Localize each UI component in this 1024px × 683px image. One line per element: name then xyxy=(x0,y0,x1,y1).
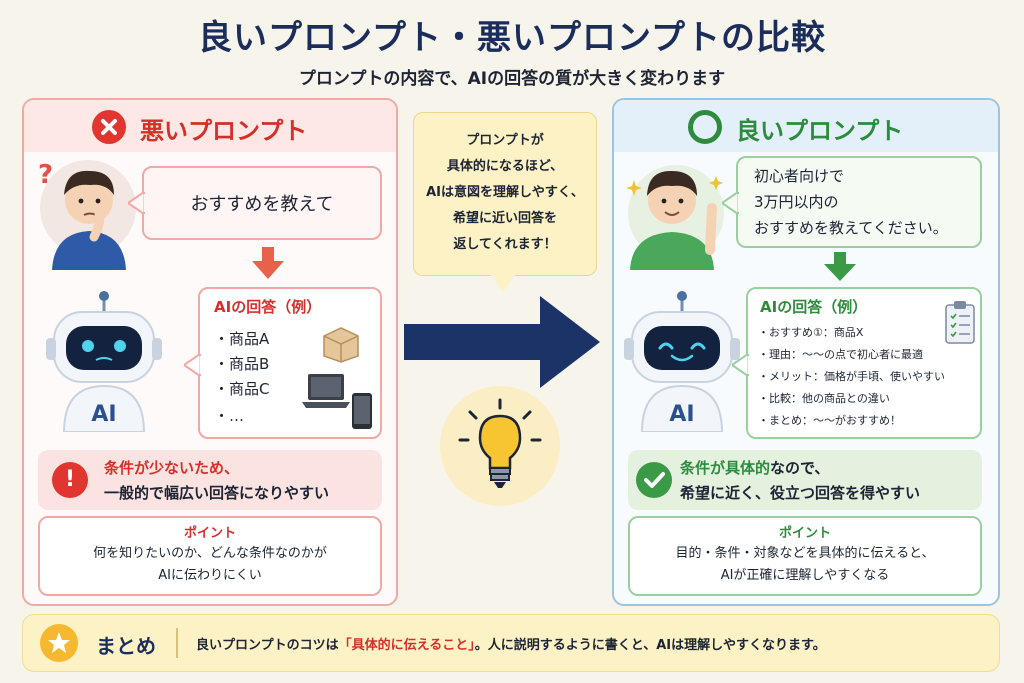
robot-label: AI xyxy=(91,402,117,427)
exclamation-icon: ! xyxy=(52,462,88,498)
bad-answer-item: ・商品B xyxy=(214,355,270,373)
summary-text-b: 。人に説明するように書くと、AIは理解しやすくなります。 xyxy=(474,638,826,653)
confused-person-icon xyxy=(52,170,126,270)
bad-panel-header xyxy=(24,100,396,152)
good-panel-header xyxy=(614,100,998,152)
bubble-tail xyxy=(184,354,202,376)
good-point-box xyxy=(628,516,982,596)
good-check-box xyxy=(628,450,982,510)
circle-ok-icon xyxy=(688,110,722,144)
summary-divider xyxy=(176,628,178,658)
question-mark: ? xyxy=(38,160,54,190)
good-prompt-line: 3万円以内の xyxy=(754,193,839,211)
gift-box-icon xyxy=(323,327,359,363)
good-prompt-text: 初心者向けで 3万円以内の おすすめを教えてください。 xyxy=(754,163,948,241)
bubble-tail xyxy=(732,354,750,376)
bubble-tail xyxy=(128,192,146,214)
good-answer-item: ・まとめ：〜〜がおすすめ！ xyxy=(758,414,901,427)
good-point-line1: 目的・条件・対象などを具体的に伝えると、 xyxy=(675,546,935,561)
down-arrow-icon xyxy=(824,252,856,281)
bad-warning-line1: 条件が少ないため、 xyxy=(104,459,240,477)
bad-answer-item: ・商品C xyxy=(214,380,270,398)
summary-text: 良いプロンプトのコツは「具体的に伝えること」。人に説明するように書くと、AIは理… xyxy=(196,634,826,653)
center-line: 返してくれます！ xyxy=(453,237,557,252)
bad-answer-item: ・… xyxy=(214,407,245,425)
summary-highlight: 「具体的に伝えること」 xyxy=(338,638,475,653)
good-answer-item: ・メリット：価格が手頃、使いやすい xyxy=(758,370,945,383)
summary-bar xyxy=(22,614,1000,672)
bad-warning-box xyxy=(38,450,382,510)
check-icon xyxy=(636,462,672,498)
good-point-title: ポイント xyxy=(778,526,831,541)
bad-point-line2: AIに伝わりにくい xyxy=(158,568,262,583)
good-answer-list: ・おすすめ①：商品X ・理由：〜〜の点で初心者に最適 ・メリット：価格が手頃、使… xyxy=(758,322,945,432)
bad-point-title: ポイント xyxy=(183,526,236,541)
bad-point-line1: 何を知りたいのか、どんな条件なのかが xyxy=(93,546,327,561)
center-bubble-text: プロンプトが 具体的になるほど、 AIは意図を理解しやすく、 希望に近い回答を … xyxy=(413,128,597,258)
bad-prompt-text: おすすめを教えて xyxy=(190,194,334,215)
bad-point-box xyxy=(38,516,382,596)
center-line: AIは意図を理解しやすく、 xyxy=(426,185,584,200)
good-answer-title: AIの回答（例） xyxy=(760,298,868,316)
good-answer-card xyxy=(746,287,982,439)
bubble-tail xyxy=(722,192,740,214)
good-answer-item: ・比較：他の商品との違い xyxy=(758,392,890,405)
laptop-icon xyxy=(302,374,350,408)
bad-answer-item: ・商品A xyxy=(214,330,270,348)
right-arrow-icon xyxy=(404,296,600,388)
robot-icon xyxy=(46,291,162,432)
bad-heading: 悪いプロンプト xyxy=(140,117,308,145)
good-check-line2: 希望に近く、役立つ回答を得やすい xyxy=(680,484,921,502)
center-line: プロンプトが xyxy=(466,133,544,148)
robot-icon xyxy=(624,291,740,432)
page-subtitle: プロンプトの内容で、AIの回答の質が大きく変わります xyxy=(298,69,726,89)
good-heading: 良いプロンプト xyxy=(736,117,904,145)
summary-text-a: 良いプロンプトのコツは xyxy=(196,638,339,653)
bad-answer-title: AIの回答（例） xyxy=(214,298,322,316)
lightbulb-icon xyxy=(458,398,542,488)
good-point-line2: AIが正確に理解しやすくなる xyxy=(720,568,890,583)
summary-label: まとめ xyxy=(96,634,156,658)
page-title: 良いプロンプト・悪いプロンプトの比較 xyxy=(198,18,826,58)
star-icon xyxy=(40,624,78,662)
down-arrow-icon xyxy=(252,247,284,279)
center-line: 具体的になるほど、 xyxy=(446,159,564,174)
confident-person-icon xyxy=(626,170,723,270)
good-check-emphasis: 条件が具体的 xyxy=(680,459,771,477)
bad-prompt-bubble xyxy=(142,166,382,240)
center-line: 希望に近い回答を xyxy=(452,211,557,226)
clipboard-icon xyxy=(945,301,975,344)
bubble-tail xyxy=(490,274,516,292)
smartphone-icon xyxy=(352,393,372,429)
good-answer-item: ・おすすめ①：商品X xyxy=(758,326,864,339)
robot-label: AI xyxy=(669,402,695,427)
good-check-rest: なので、 xyxy=(770,459,830,477)
good-answer-item: ・理由：〜〜の点で初心者に最適 xyxy=(758,348,923,361)
good-prompt-line: 初心者向けで xyxy=(754,167,845,185)
cross-icon xyxy=(92,110,126,144)
bad-answer-card xyxy=(198,287,382,439)
good-prompt-line: おすすめを教えてください。 xyxy=(754,219,948,237)
good-prompt-bubble xyxy=(736,156,982,248)
center-bubble xyxy=(413,112,597,276)
good-check-line1: 条件が具体的なので、 xyxy=(680,457,829,478)
bad-warning-line2: 一般的で幅広い回答になりやすい xyxy=(104,484,330,502)
